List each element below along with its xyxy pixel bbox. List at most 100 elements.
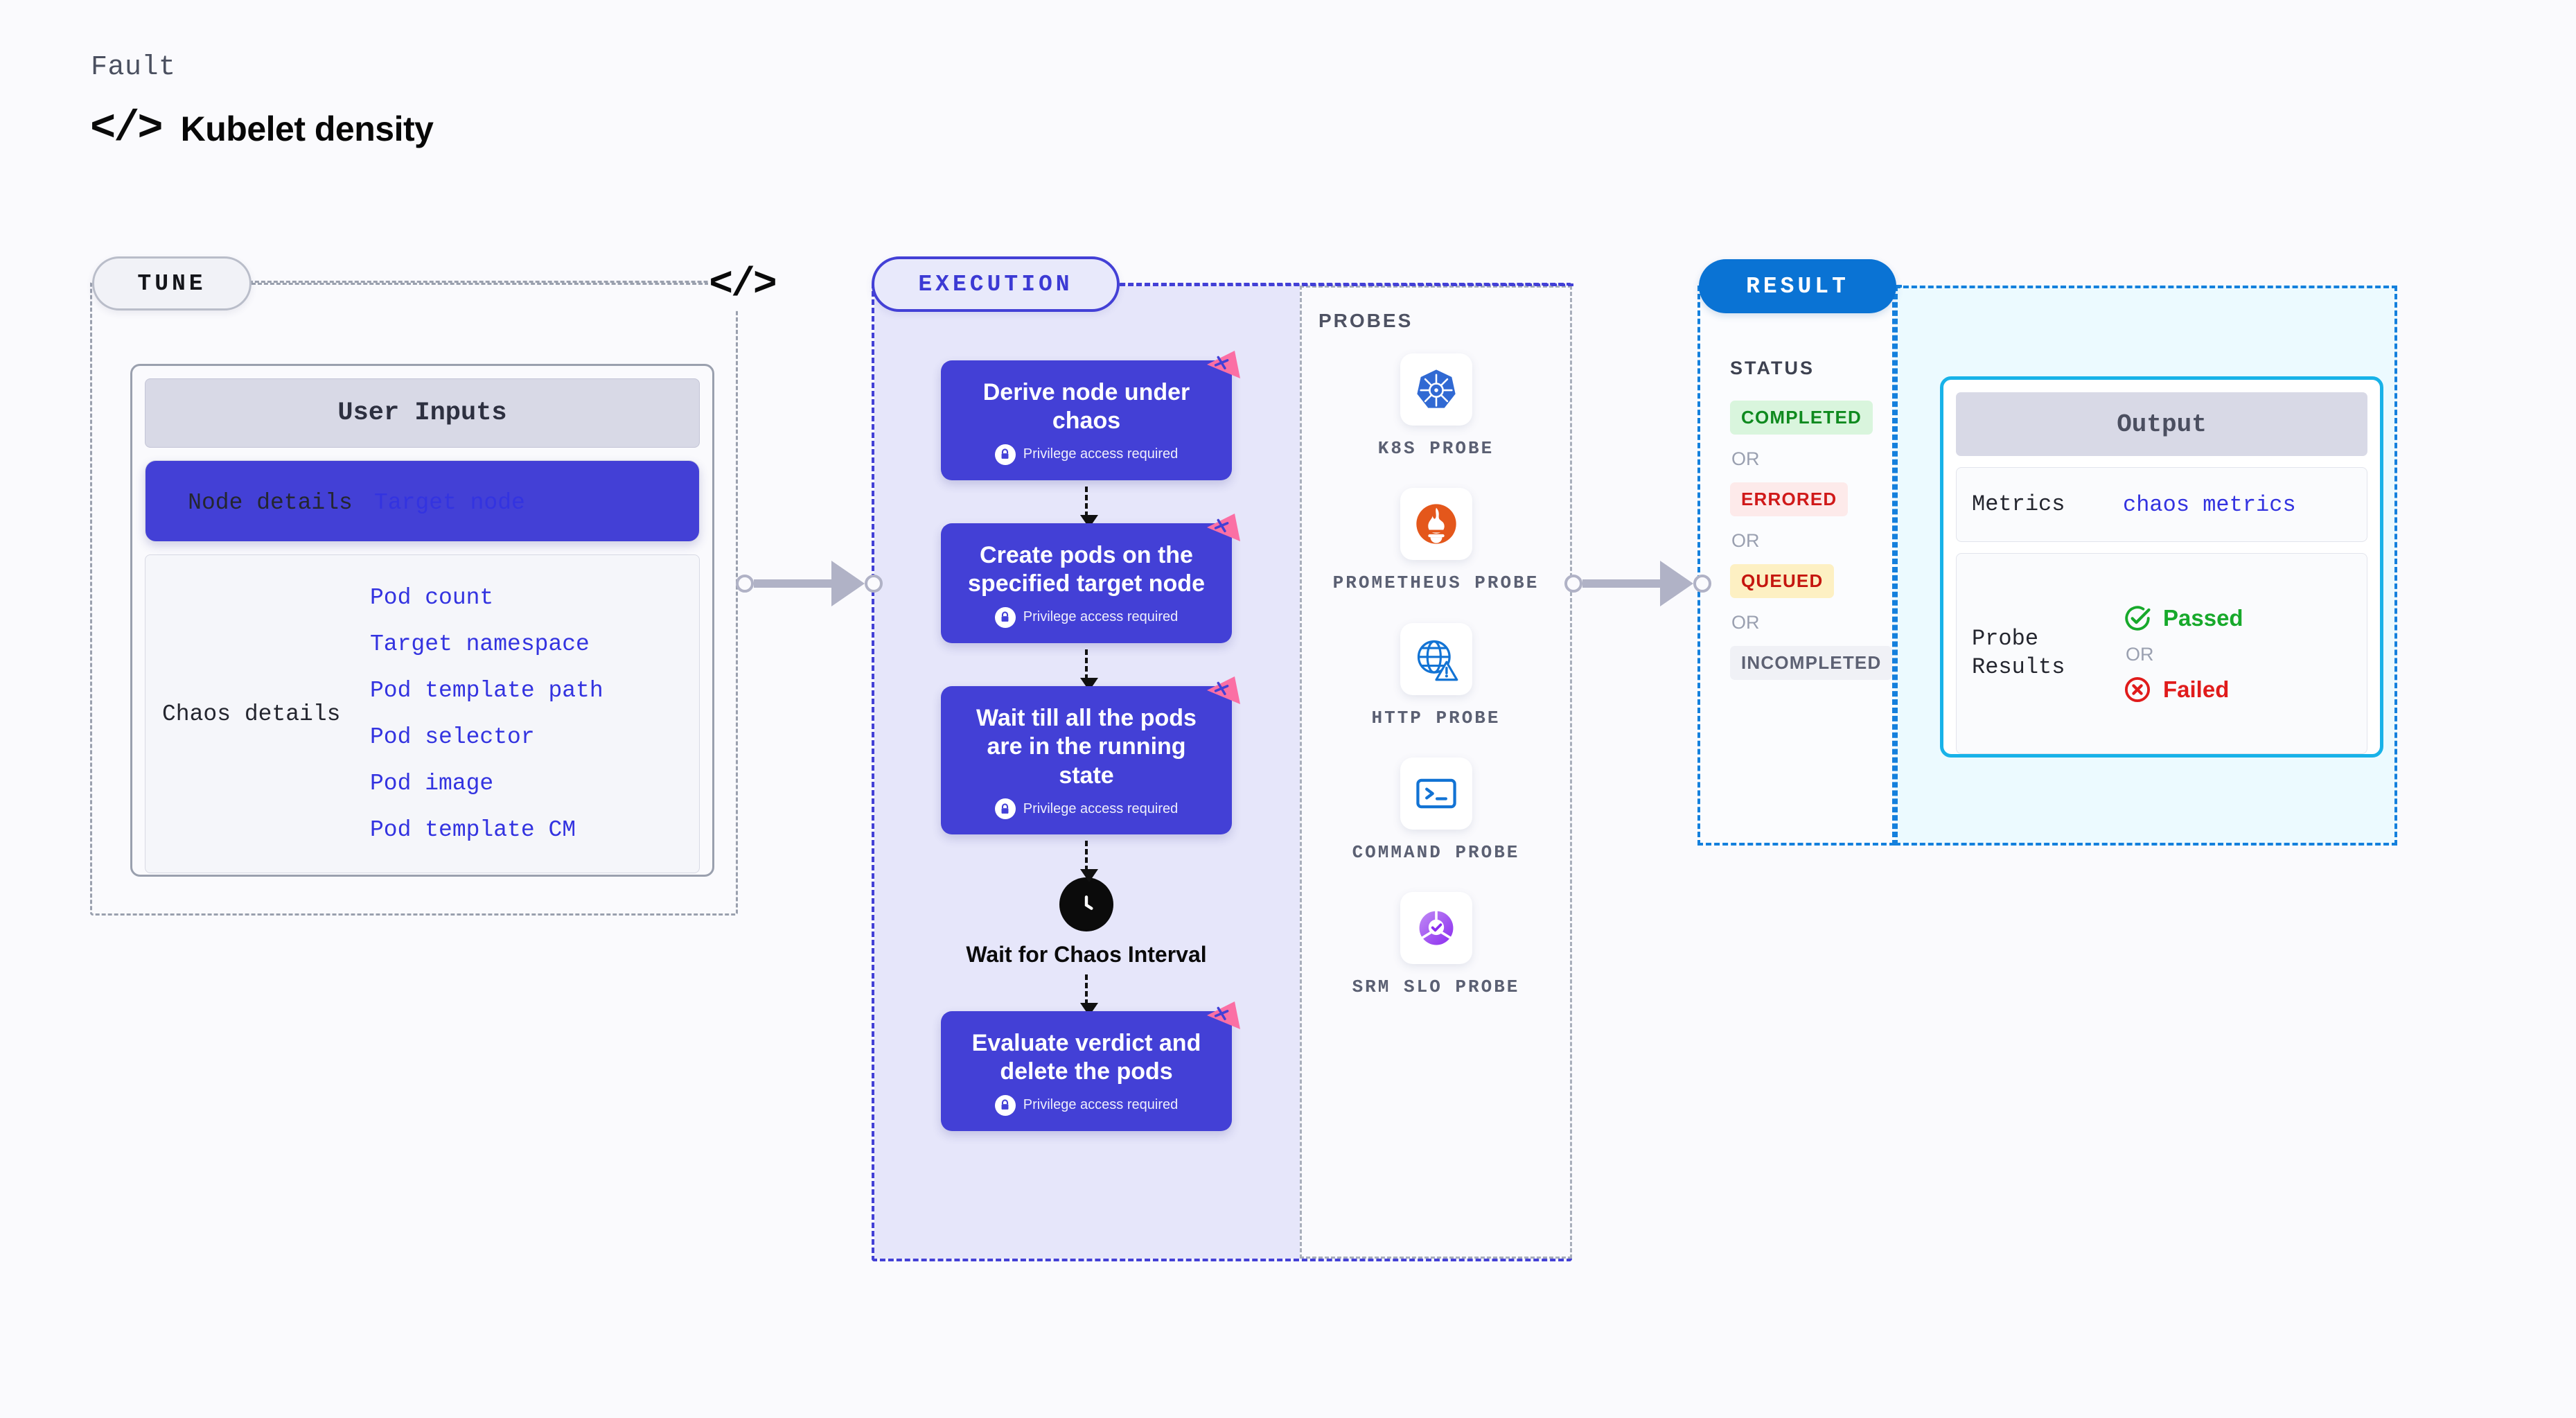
status-title: STATUS [1730,358,1815,378]
status-badge-errored: ERRORED [1730,482,1849,516]
x-circle-icon [2124,676,2151,702]
flow-node-title: Derive node under chaos [982,379,1190,435]
execution-badge[interactable]: EXECUTION [872,256,1120,312]
verdict-or-label: OR [2126,643,2154,665]
flow-arrow [941,480,1232,528]
lock-icon [994,606,1016,628]
flow-node-privilege: Privilege access required [962,444,1211,465]
verdict-passed-label: Passed [2163,604,2243,631]
connector-line [1582,579,1660,588]
input-group-values: Target node [374,490,525,516]
probe-item-http[interactable]: HTTP PROBE [1332,622,1540,730]
privilege-label: Privilege access required [1023,1097,1179,1113]
probe-item-prometheus[interactable]: PROMETHEUS PROBE [1332,488,1540,595]
tune-badge[interactable]: TUNE [92,256,252,310]
code-icon: </> [90,104,164,153]
lock-icon [994,1094,1016,1116]
output-row-probe-results: Probe Results Passed OR Failed [1956,553,2367,754]
tune-panel [90,281,738,916]
http-globe-icon [1400,622,1472,695]
status-badge-queued: QUEUED [1730,564,1835,598]
input-group-node-details: Node details Target node [145,460,700,542]
status-or-label: OR [1731,612,1760,633]
input-value[interactable]: Pod image [370,771,494,796]
input-group-values: Pod count Target namespace Pod template … [370,585,603,843]
tune-top-dash-line [252,283,709,285]
flow-node-title: Wait till all the pods are in the runnin… [976,704,1197,789]
wait-for-chaos-interval: Wait for Chaos Interval [941,877,1232,968]
verdict-passed: Passed [2123,604,2243,633]
user-inputs-title: User Inputs [145,378,700,448]
user-inputs-card: User Inputs Node details Target node Cha… [130,364,714,877]
probes-list: K8S PROBE PROMETHEUS PROBE [1300,353,1572,999]
flow-node-wait-running[interactable]: Wait till all the pods are in the runnin… [941,676,1240,835]
flow-arrow [941,643,1232,691]
flow-arrow-stem [1080,841,1098,883]
probe-item-k8s[interactable]: K8S PROBE [1332,353,1540,460]
input-group-chaos-details: Chaos details Pod count Target namespace… [145,554,700,873]
probe-label: COMMAND PROBE [1352,841,1520,863]
connector-execution-to-result [1564,561,1711,606]
output-row-metrics: Metrics chaos metrics [1956,467,2367,542]
flow-node-evaluate-verdict[interactable]: Evaluate verdict and delete the pods Pri… [941,1001,1240,1131]
lock-icon [994,444,1016,465]
flow-arrow [941,968,1232,1016]
flow-arrow-tip [1080,869,1098,883]
tune-code-icon: </> [708,260,777,310]
input-value[interactable]: Target namespace [370,631,590,657]
wait-label: Wait for Chaos Interval [966,942,1207,968]
output-metrics-key: Metrics [1972,491,2065,517]
connector-start-dot [1564,575,1582,593]
flow-node-privilege: Privilege access required [962,606,1211,628]
probe-item-command[interactable]: COMMAND PROBE [1332,757,1540,864]
input-group-label: Chaos details [162,701,341,727]
verdict-failed-label: Failed [2163,676,2230,702]
status-list: COMPLETED OR ERRORED OR QUEUED OR INCOMP… [1730,401,1893,680]
kubernetes-icon [1400,353,1472,426]
flow-arrow-stem [1080,649,1098,691]
flow-node-title: Create pods on the specified target node [968,541,1205,597]
page-title: Kubelet density [180,110,434,148]
probe-label: SRM SLO PROBE [1352,977,1520,998]
probe-item-srm-slo[interactable]: SRM SLO PROBE [1332,892,1540,999]
connector-end-dot [865,575,883,593]
probe-label: HTTP PROBE [1371,707,1501,728]
connector-start-dot [736,575,754,593]
probe-label: PROMETHEUS PROBE [1332,572,1540,594]
srm-slo-gauge-icon [1400,892,1472,965]
lock-icon [994,798,1016,820]
flow-node-privilege: Privilege access required [962,798,1211,820]
privilege-label: Privilege access required [1023,609,1179,625]
output-title: Output [1956,392,2367,456]
flow-node-title: Evaluate verdict and delete the pods [971,1029,1201,1085]
input-group-label: Node details [188,489,353,516]
input-value[interactable]: Pod count [370,585,494,611]
output-metrics-value[interactable]: chaos metrics [2123,491,2296,518]
verdict-failed: Failed [2123,675,2243,704]
connector-end-dot [1693,575,1711,593]
page-title-row: </> Kubelet density [90,104,434,153]
execution-top-dash-line [1120,283,1573,286]
flow-node-create-pods[interactable]: Create pods on the specified target node… [941,513,1240,643]
clock-icon [1059,877,1113,932]
input-value[interactable]: Pod template path [370,678,603,703]
input-value[interactable]: Pod selector [370,724,535,750]
result-top-dash-line [1895,285,1902,288]
output-probe-results-key: Probe Results [1972,626,2065,680]
input-value[interactable]: Pod template CM [370,817,576,843]
status-badge-incompleted: INCOMPLETED [1730,646,1893,680]
flow-node-derive-node[interactable]: Derive node under chaos Privilege access… [941,351,1240,480]
connector-tune-to-execution [736,561,883,606]
probe-label: K8S PROBE [1377,438,1494,459]
output-card: Output Metrics chaos metrics Probe Resul… [1940,376,2383,758]
flow-node-privilege: Privilege access required [962,1094,1211,1116]
status-badge-completed: COMPLETED [1730,401,1873,435]
execution-flow: Derive node under chaos Privilege access… [941,351,1240,1131]
privilege-label: Privilege access required [1023,800,1179,816]
check-circle-icon [2125,605,2151,631]
connector-arrowhead [831,561,865,606]
input-value[interactable]: Target node [374,489,525,516]
result-badge[interactable]: RESULT [1699,259,1896,313]
probes-title: PROBES [1318,310,1413,331]
status-or-label: OR [1731,448,1760,469]
